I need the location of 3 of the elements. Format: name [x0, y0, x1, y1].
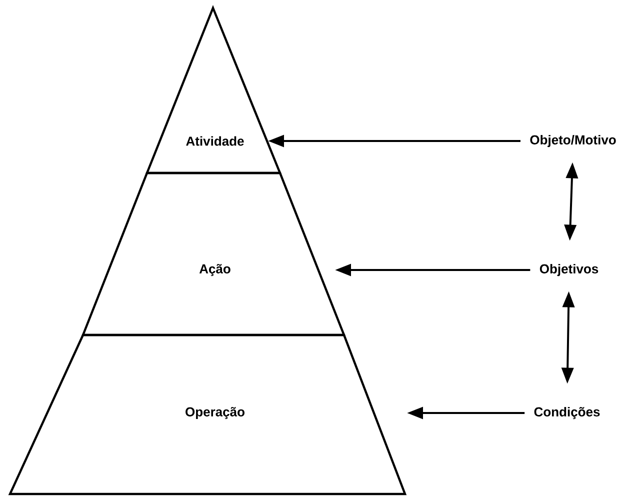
side-label: Condições	[534, 406, 600, 420]
side-label: Objetivos	[540, 264, 598, 276]
side-label: Objeto/Motivo	[530, 134, 616, 148]
